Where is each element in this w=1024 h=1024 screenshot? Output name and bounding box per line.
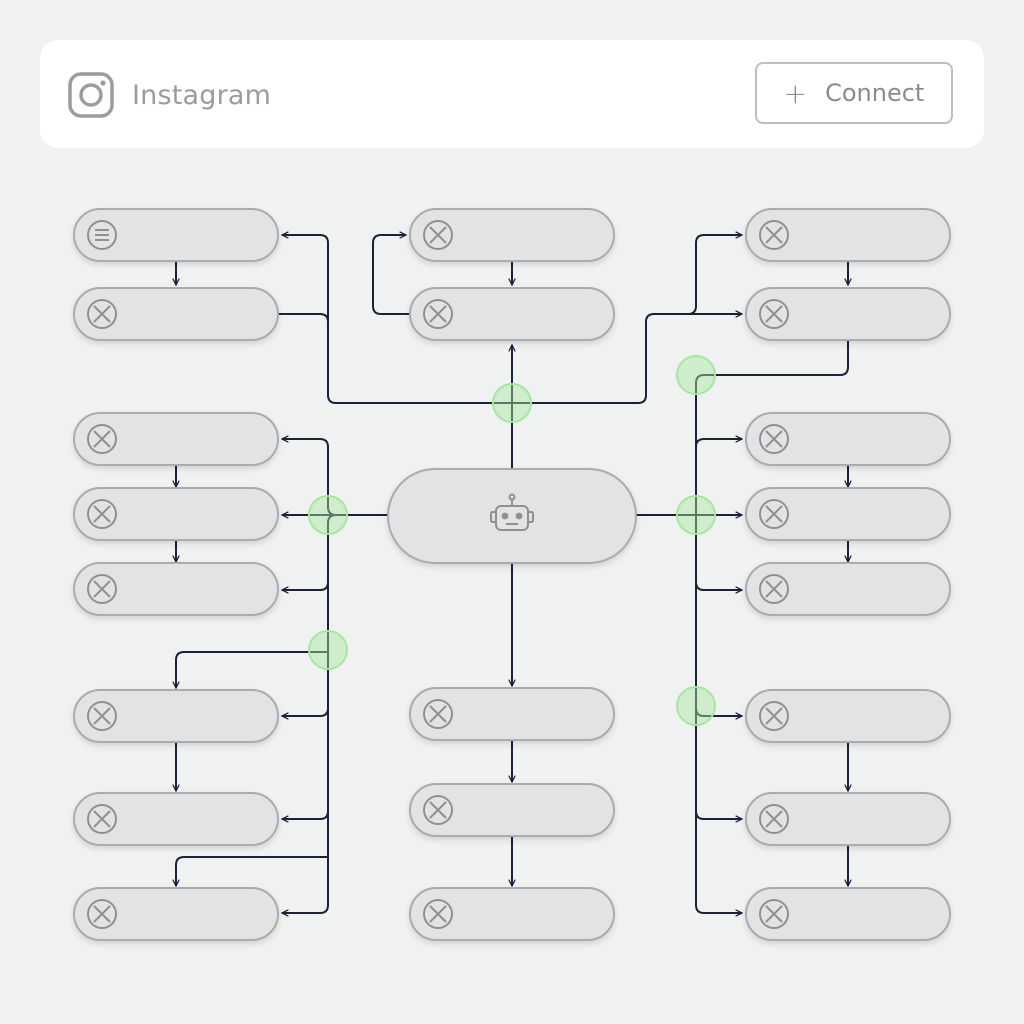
step-node[interactable]: [745, 792, 951, 846]
step-node[interactable]: [73, 412, 279, 466]
step-node[interactable]: [409, 887, 615, 941]
connectors: [176, 235, 848, 913]
x-circle-icon: [759, 574, 789, 604]
connector: [176, 856, 328, 886]
connector: [176, 651, 328, 688]
list-icon: [87, 220, 117, 250]
step-node[interactable]: [73, 208, 279, 262]
x-circle-icon: [423, 220, 453, 250]
connector: [282, 514, 337, 913]
x-circle-icon: [423, 699, 453, 729]
connector: [695, 340, 849, 913]
step-nodes: [73, 208, 951, 941]
app-name: Instagram: [132, 79, 272, 111]
connector: [278, 313, 329, 323]
connector: [687, 235, 742, 315]
junctions: [308, 355, 716, 726]
center-agent-node[interactable]: [387, 468, 637, 564]
x-circle-icon: [759, 804, 789, 834]
x-circle-icon: [87, 499, 117, 529]
x-circle-icon: [423, 795, 453, 825]
plus-icon: +: [783, 76, 808, 110]
step-node[interactable]: [745, 689, 951, 743]
junction-dot: [492, 383, 532, 423]
connect-button-label: Connect: [825, 79, 925, 107]
connector: [282, 810, 329, 819]
x-circle-icon: [759, 499, 789, 529]
x-circle-icon: [87, 424, 117, 454]
step-node[interactable]: [73, 792, 279, 846]
x-circle-icon: [759, 424, 789, 454]
step-node[interactable]: [409, 687, 615, 741]
connector: [512, 314, 742, 404]
junction-dot: [308, 630, 348, 670]
connector: [695, 581, 742, 590]
x-circle-icon: [759, 220, 789, 250]
step-node[interactable]: [409, 287, 615, 341]
x-circle-icon: [87, 299, 117, 329]
step-node[interactable]: [745, 412, 951, 466]
step-node[interactable]: [745, 208, 951, 262]
step-node[interactable]: [745, 287, 951, 341]
connector: [372, 235, 410, 315]
header-bar: Instagram + Connect: [40, 40, 984, 148]
x-circle-icon: [759, 299, 789, 329]
step-node[interactable]: [73, 287, 279, 341]
connector: [282, 439, 337, 516]
app-brand: Instagram: [68, 72, 271, 118]
x-circle-icon: [759, 899, 789, 929]
connector: [282, 581, 329, 590]
junction-dot: [308, 495, 348, 535]
connect-button[interactable]: + Connect: [755, 62, 953, 124]
step-node[interactable]: [745, 887, 951, 941]
connector: [282, 707, 329, 716]
instagram-icon: [68, 72, 114, 118]
step-node[interactable]: [73, 887, 279, 941]
step-node[interactable]: [409, 208, 615, 262]
x-circle-icon: [87, 701, 117, 731]
step-node[interactable]: [73, 689, 279, 743]
step-node[interactable]: [73, 487, 279, 541]
step-node[interactable]: [73, 562, 279, 616]
x-circle-icon: [423, 899, 453, 929]
x-circle-icon: [87, 804, 117, 834]
connector: [695, 707, 742, 716]
x-circle-icon: [87, 899, 117, 929]
x-circle-icon: [759, 701, 789, 731]
step-node[interactable]: [745, 562, 951, 616]
x-circle-icon: [423, 299, 453, 329]
robot-icon: [490, 493, 534, 531]
x-circle-icon: [87, 574, 117, 604]
connector: [695, 810, 742, 819]
connector: [695, 439, 742, 448]
junction-dot: [676, 686, 716, 726]
junction-dot: [676, 355, 716, 395]
step-node[interactable]: [745, 487, 951, 541]
step-node[interactable]: [409, 783, 615, 837]
junction-dot: [676, 495, 716, 535]
